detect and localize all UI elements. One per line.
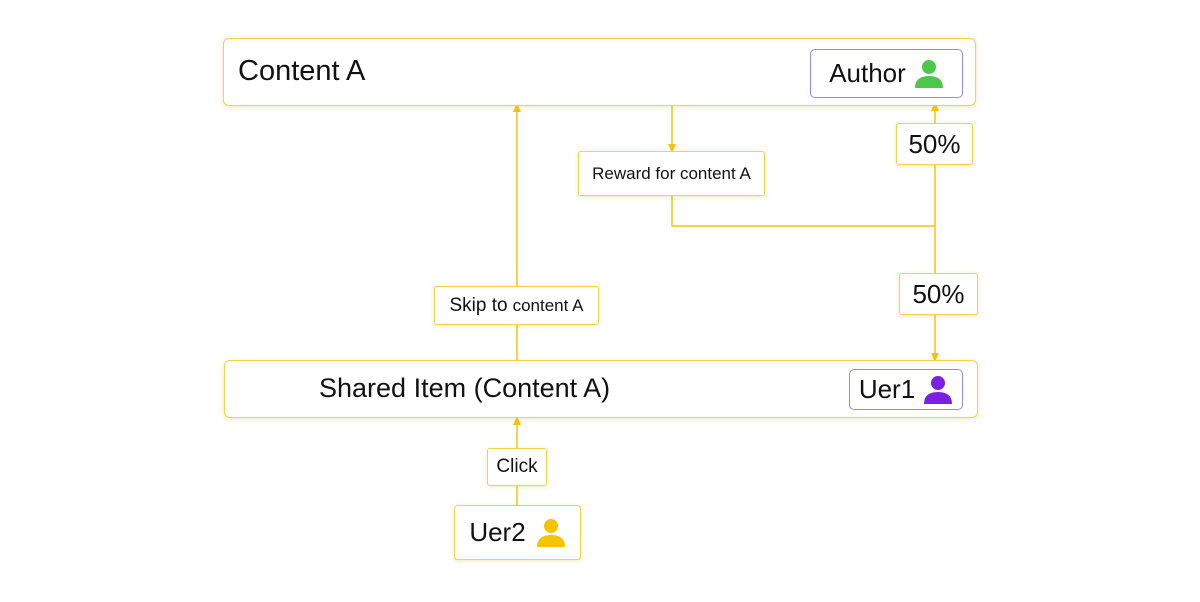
user2-box[interactable]: Uer2: [454, 505, 581, 560]
reward-label-text: Reward for content A: [592, 163, 751, 183]
split-bottom-text: 50%: [912, 278, 965, 309]
shared-item-title: Shared Item (Content A): [319, 373, 611, 403]
shared-item-box: Shared Item (Content A) Uer1: [224, 360, 978, 418]
reward-label: Reward for content A: [578, 151, 765, 196]
user1-label: Uer1: [858, 374, 916, 404]
skip-label-prefix: Skip to: [449, 294, 508, 316]
content-a-box: Content A Author: [223, 38, 976, 106]
split-top-label: 50%: [896, 123, 973, 165]
skip-label-suffix: content A: [512, 295, 584, 315]
author-badge[interactable]: Author: [810, 49, 963, 98]
author-person-icon: [914, 59, 943, 88]
user2-label: Uer2: [469, 517, 526, 547]
user2-person-icon: [536, 518, 565, 547]
reward-split-line: [671, 196, 935, 227]
skip-label: Skip to content A: [434, 286, 599, 325]
user1-person-icon: [924, 375, 953, 404]
click-label-text: Click: [496, 456, 538, 477]
user1-badge[interactable]: Uer1: [849, 369, 963, 410]
author-label: Author: [829, 58, 906, 88]
split-top-text: 50%: [908, 128, 961, 159]
click-label: Click: [487, 448, 547, 486]
content-a-title: Content A: [238, 55, 366, 87]
split-bottom-label: 50%: [899, 273, 978, 315]
